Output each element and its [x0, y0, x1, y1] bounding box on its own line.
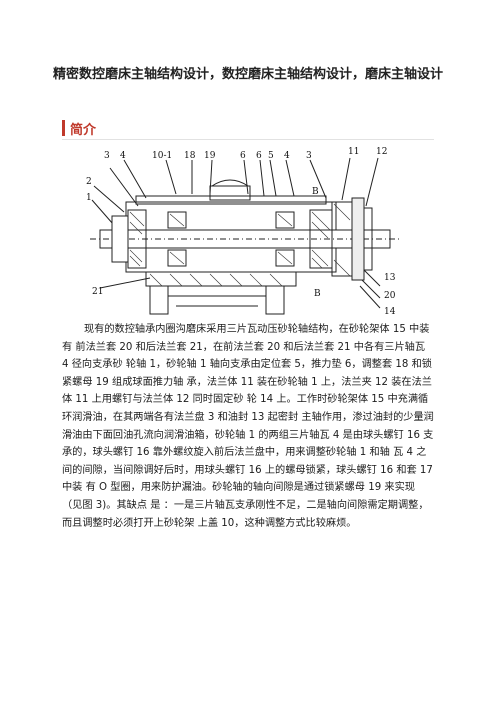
figure-label: 13 — [384, 273, 396, 283]
figure-label: 10-1 — [152, 151, 172, 161]
figure-label: 20 — [384, 291, 396, 301]
figure-label: 1 — [86, 193, 92, 203]
body-paragraph: 现有的数控轴承内圈沟磨床采用三片瓦动压砂轮轴结构，在砂轮架体 15 中装有 前法… — [62, 324, 434, 529]
figure-label: 3 — [306, 151, 312, 161]
figure-label: 4 — [120, 151, 126, 161]
figure-label: 5 — [268, 151, 274, 161]
figure-label: 18 — [184, 151, 196, 161]
figure-label: 19 — [204, 151, 216, 161]
figure-label: B — [312, 187, 319, 197]
figure-label: 6 — [240, 151, 246, 161]
spindle-assembly-drawing: 3 4 10-1 18 19 6 6 5 4 3 11 12 2 1 B B 2… — [86, 147, 400, 317]
figure-label: 2 — [86, 177, 92, 187]
section-heading: 简介 — [62, 119, 97, 138]
body-text: 现有的数控轴承内圈沟磨床采用三片瓦动压砂轮轴结构，在砂轮架体 15 中装有 前法… — [62, 321, 434, 532]
figure-label: 6 — [256, 151, 262, 161]
section-heading-label: 简介 — [70, 122, 97, 138]
document-title: 精密数控磨床主轴结构设计，数控磨床主轴结构设计，磨床主轴设计 — [52, 67, 443, 82]
figure-label: 3 — [104, 151, 110, 161]
figure-label: 12 — [376, 147, 387, 157]
figure-label: 21 — [92, 287, 103, 297]
section-divider — [62, 139, 434, 140]
figure-label: 4 — [284, 151, 290, 161]
section-marker — [62, 120, 65, 136]
figure-label: 14 — [384, 307, 396, 317]
figure-label: B — [314, 289, 321, 299]
figure-label: 11 — [348, 147, 359, 157]
